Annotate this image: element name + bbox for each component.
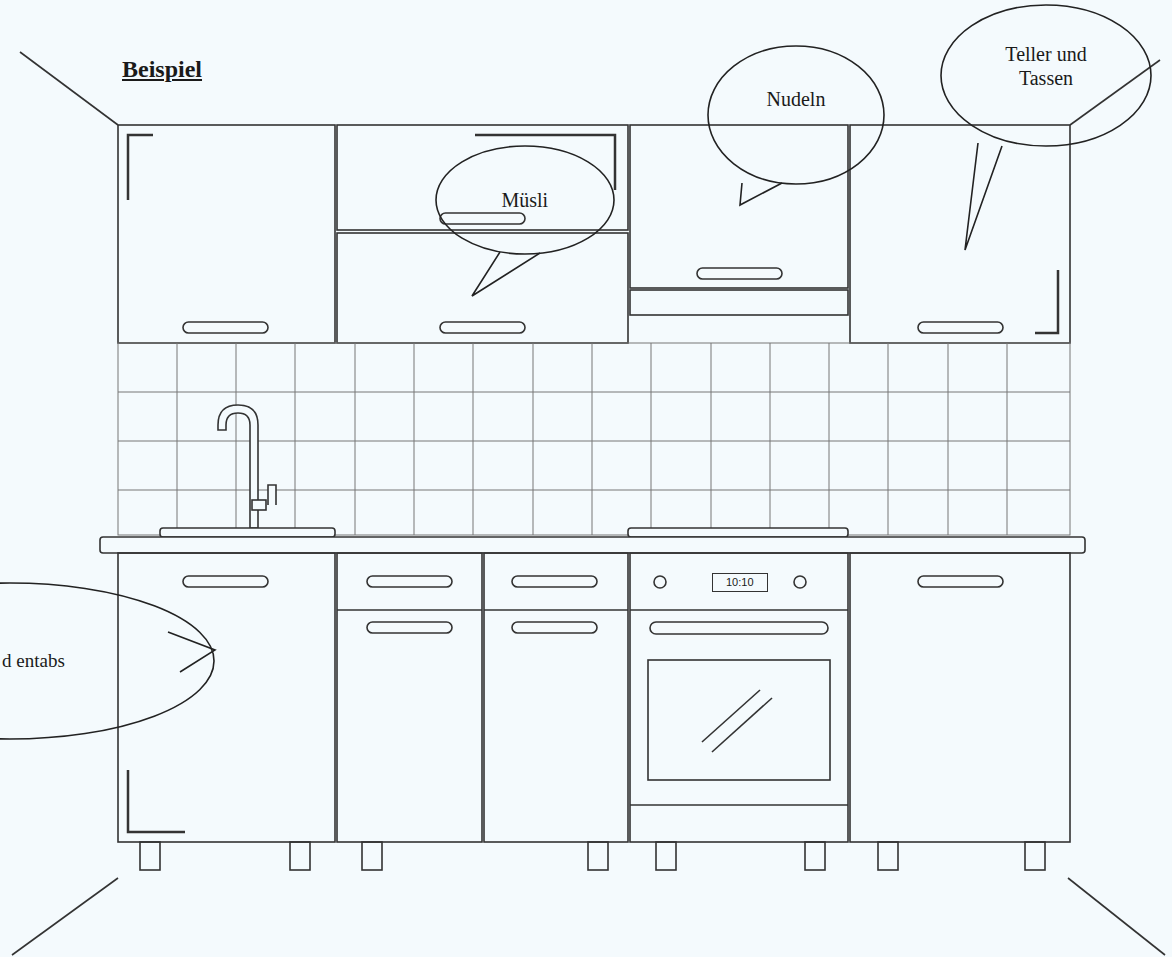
oven-panel-line: [630, 609, 848, 611]
oven-window: [648, 660, 830, 780]
bubble-outline: [707, 45, 885, 185]
handle: [918, 576, 1003, 587]
speech-bubble: d entabs: [0, 582, 215, 740]
handle: [440, 322, 525, 333]
corner-mark: [1035, 270, 1058, 333]
bubble-tail: [472, 252, 540, 296]
handle: [697, 268, 782, 279]
handle: [512, 622, 597, 633]
cooker-hood: [630, 290, 848, 315]
heading: Beispiel: [122, 56, 202, 83]
bubble-ellipse: [941, 5, 1151, 146]
upper-cabinet: [118, 125, 335, 343]
countertop: [100, 537, 1085, 553]
upper-cabinet: [630, 125, 848, 288]
lower-cabinet: [484, 553, 628, 842]
bubble-tail: [740, 183, 782, 205]
sink: [160, 528, 335, 537]
bubble-text: d entabs: [2, 650, 80, 673]
bubble-tail: [965, 143, 1002, 250]
bubble-ellipse: [436, 146, 614, 254]
upper-cabinet: [337, 125, 628, 230]
wall-tiles: [118, 343, 1070, 535]
cabinet-legs: [140, 842, 1045, 870]
bubble-ellipse: [708, 46, 884, 184]
drawer-line: [337, 609, 482, 611]
room-edge: [1068, 878, 1165, 955]
faucet: [268, 485, 276, 505]
handle: [183, 576, 268, 587]
drawer-line: [484, 609, 628, 611]
handle: [183, 322, 268, 333]
bubble-tail: [168, 632, 215, 672]
handle: [440, 213, 525, 224]
display-text: 10:10: [726, 576, 754, 589]
bubble-text: Teller und Tassen: [981, 42, 1111, 90]
bubble-text: Müsli: [502, 188, 549, 212]
text-group: 10:10: [726, 576, 754, 589]
speech-bubble: Teller und Tassen: [940, 4, 1152, 147]
room-edge: [20, 52, 118, 125]
oven-handle: [650, 622, 828, 634]
corner-mark: [128, 770, 185, 832]
oven-display: 10:10: [712, 573, 768, 592]
room-edge: [1070, 60, 1160, 125]
upper-cabinet: [850, 125, 1070, 343]
text-group: d entabs: [2, 650, 80, 673]
text-group: Teller und Tassen: [981, 42, 1111, 90]
oven: [630, 553, 848, 842]
bubble-text: Nudeln: [767, 87, 826, 111]
hob: [628, 528, 848, 537]
oven-panel-line: [630, 804, 848, 806]
glass-glare: [712, 698, 772, 752]
lower-cabinet: [118, 553, 335, 842]
upper-cabinet: [337, 233, 628, 343]
room-edge: [12, 878, 118, 955]
oven-knob: [654, 576, 666, 588]
text-group: Müsli: [502, 188, 549, 212]
lower-cabinet: [337, 553, 482, 842]
text-group: Nudeln: [767, 87, 826, 111]
handle: [512, 576, 597, 587]
speech-bubble: Müsli: [435, 145, 615, 255]
bubble-ellipse: [0, 583, 214, 739]
handle: [918, 322, 1003, 333]
corner-mark: [128, 135, 153, 200]
handle: [367, 576, 452, 587]
handle: [367, 622, 452, 633]
faucet: [252, 500, 266, 510]
lower-cabinet: [850, 553, 1070, 842]
speech-bubble: Nudeln: [707, 45, 885, 185]
corner-mark: [475, 135, 615, 190]
oven-knob: [794, 576, 806, 588]
